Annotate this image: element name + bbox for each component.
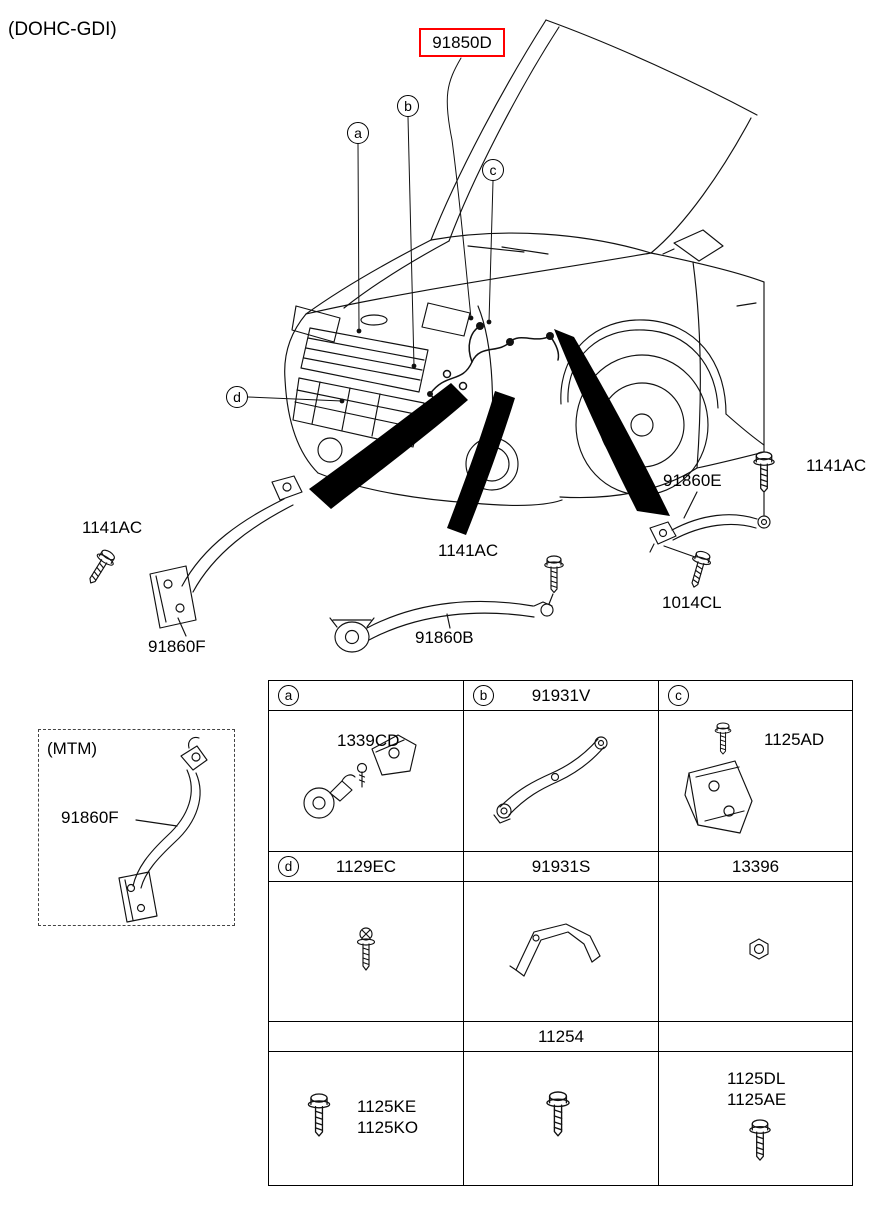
- callout-c: c: [482, 159, 504, 181]
- part-label-1141ac-left: 1141AC: [82, 518, 143, 537]
- cable-91860f-drawing: [82, 475, 303, 637]
- bolt-1125ad-icon: [714, 722, 732, 755]
- bolt-1125dl-icon: [749, 1119, 771, 1161]
- part-label-1014cl: 1014CL: [662, 593, 722, 612]
- bolt-11254-drawing: [546, 1091, 570, 1137]
- part-number-11254: 11254: [537, 1026, 584, 1046]
- side-mirror: [662, 229, 724, 262]
- table-header-c: c: [659, 681, 853, 711]
- vehicle-diagram: [82, 19, 775, 653]
- mtm-part-label: 91860F: [61, 808, 119, 827]
- callout-a: a: [347, 122, 369, 144]
- bolt-1141ac-center-icon: [544, 555, 564, 594]
- part-number-1129ec: 1129EC: [335, 856, 397, 876]
- part-label-91860b: 91860B: [415, 628, 474, 647]
- part-number-1125ke: 1125KE: [357, 1097, 417, 1116]
- table-header-91931s: 91931S: [464, 852, 659, 882]
- cell-part-1125ad: 1125AD: [659, 711, 853, 852]
- part-number-1125dl: 1125DL: [727, 1069, 786, 1088]
- table-header-d: d 1129EC: [269, 852, 464, 882]
- ref-letter-d: d: [278, 856, 299, 877]
- headlights: [291, 302, 471, 343]
- part-number-91931v: 91931V: [531, 685, 591, 705]
- car-body-outline: [284, 19, 765, 506]
- bolt-11254-icon: [546, 1091, 570, 1137]
- view-arrows: [309, 329, 670, 535]
- part-label-91860f: 91860F: [148, 637, 206, 656]
- selected-part-callout[interactable]: 91850D: [419, 28, 505, 57]
- nut-13396-drawing: [749, 938, 769, 960]
- engine-variant-label: (DOHC-GDI): [8, 19, 117, 40]
- table-header-b: b 91931V: [464, 681, 659, 711]
- bracket-91931v-drawing: [493, 736, 608, 824]
- cell-part-1125dl-1125ae: 1125DL 1125AE: [659, 1052, 853, 1186]
- cell-part-91931v: [464, 711, 659, 852]
- part-label-91860e: 91860E: [663, 471, 722, 490]
- reference-parts-table: a b 91931V c 1339CD: [268, 680, 853, 1186]
- leader-lines: [247, 57, 494, 404]
- part-number-91931s: 91931S: [531, 856, 591, 876]
- part-number-1125ad: 1125AD: [764, 730, 825, 749]
- table-header-13396: 13396: [659, 852, 853, 882]
- ref-letter-c: c: [668, 685, 689, 706]
- mtm-variant-box: (MTM) 91860F: [38, 729, 235, 926]
- bracket-91931s-drawing: [509, 923, 601, 977]
- bolt-1141ac-right-icon: [753, 451, 775, 493]
- part-number-1339cd: 1339CD: [337, 731, 400, 750]
- cell-part-11254: [464, 1052, 659, 1186]
- part-number-13396: 13396: [731, 856, 780, 876]
- bolt-1125ke-icon: [307, 1093, 331, 1137]
- callout-d: d: [226, 386, 248, 408]
- cell-part-1339cd: 1339CD: [269, 711, 464, 852]
- bracket-1125ad-drawing: [684, 722, 753, 834]
- cable-91860e-drawing: [649, 451, 775, 591]
- clip-parts-drawing: [303, 734, 417, 819]
- table-header-a: a: [269, 681, 464, 711]
- table-header-empty-right: [659, 1022, 853, 1052]
- cell-part-91931s: [464, 882, 659, 1022]
- part-number-1125ko: 1125KO: [357, 1118, 419, 1137]
- part-number-1125ae: 1125AE: [727, 1090, 787, 1109]
- cell-part-1125ke-1125ko: 1125KE 1125KO: [269, 1052, 464, 1186]
- screw-1129ec-drawing: [356, 927, 376, 971]
- part-label-1141ac-center: 1141AC: [438, 541, 499, 560]
- mtm-cable-drawing: [118, 736, 208, 923]
- table-header-11254: 11254: [464, 1022, 659, 1052]
- mtm-label: (MTM): [47, 739, 98, 758]
- ref-letter-b: b: [473, 685, 494, 706]
- cell-part-1129ec: [269, 882, 464, 1022]
- cell-part-13396: [659, 882, 853, 1022]
- table-header-empty-left: [269, 1022, 464, 1052]
- part-label-1141ac-right: 1141AC: [806, 456, 867, 475]
- ref-letter-a: a: [278, 685, 299, 706]
- callout-b: b: [397, 95, 419, 117]
- cable-91860b-drawing: [329, 555, 564, 653]
- bolt-1141ac-left-icon: [82, 546, 119, 589]
